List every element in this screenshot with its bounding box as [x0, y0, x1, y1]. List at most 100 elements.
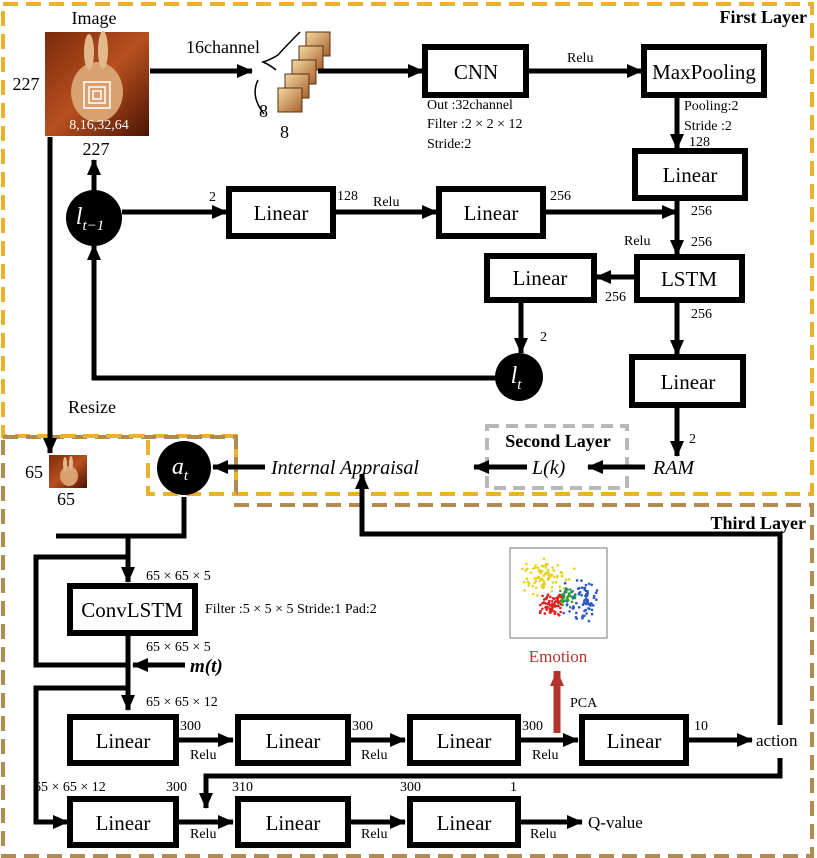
height-brace: [254, 79, 265, 115]
second-layer-border: [485, 424, 629, 490]
scatter-dot: [559, 606, 562, 610]
scatter-dot: [592, 596, 596, 600]
scatter-dot: [541, 594, 544, 598]
scatter-dot: [565, 603, 569, 607]
resized-height-label: 65: [25, 462, 43, 482]
scatter-dot: [559, 603, 563, 606]
q-relu-1: Relu: [190, 827, 216, 842]
loc-in-dim: 2: [209, 190, 216, 205]
scatter-dot: [554, 581, 558, 584]
scatter-dot: [551, 566, 554, 569]
scatter-dot: [583, 588, 586, 591]
appraisal-label: Internal Appraisal: [270, 457, 419, 479]
scatter-dot: [545, 571, 548, 574]
scatter-dot: [566, 588, 569, 591]
scatter-dot: [590, 612, 594, 616]
scatter-dot: [525, 562, 528, 566]
image-title: Image: [72, 8, 117, 28]
cnn-out-label: Out :32channel: [427, 98, 513, 113]
scatter-dot: [547, 576, 550, 579]
scatter-dot: [539, 603, 542, 607]
lstm-left-dim: 256: [605, 290, 626, 305]
scatter-dot: [537, 569, 541, 573]
action-linear-box-3: [407, 714, 521, 766]
glimpse-linear-label: Linear: [663, 163, 718, 187]
scatter-dot: [573, 594, 577, 597]
q-linear-box-2: [235, 796, 351, 848]
q-linear-label-2: Linear: [266, 811, 321, 835]
arrow-merge-to-q-branch: [33, 685, 128, 829]
cnn-label: CNN: [454, 60, 498, 84]
scatter-dot: [570, 600, 574, 604]
scatter-dot: [542, 564, 545, 568]
scatter-dot: [544, 566, 548, 569]
glimpse-scales: 8,16,32,64: [69, 118, 129, 133]
scatter-dot: [562, 599, 565, 603]
first-layer-label: First Layer: [720, 7, 807, 27]
a-dim-10: 10: [694, 719, 708, 734]
scatter-dot: [592, 604, 595, 607]
scatter-dot: [589, 603, 592, 606]
scatter-dot: [533, 566, 537, 569]
scatter-dot: [531, 592, 535, 596]
scatter-dot: [550, 603, 553, 606]
scatter-dot: [585, 612, 588, 615]
scatter-dot: [543, 612, 547, 615]
cnn-filter-label: Filter :2 × 2 × 12: [427, 117, 523, 132]
loc-hidden-dim: 128: [337, 189, 358, 204]
loc-cur-label: lt: [511, 363, 523, 393]
scatter-dot: [547, 602, 550, 606]
action-node-label: at: [172, 454, 189, 484]
scatter-dot: [567, 592, 571, 595]
maxpool-box: [641, 44, 767, 98]
scatter-dot: [562, 611, 565, 615]
loc-prev-label: lt−1: [76, 204, 104, 234]
scatter-dot: [570, 590, 574, 594]
glimpse-feat-dim: 256: [691, 204, 712, 219]
pca-label: PCA: [570, 696, 598, 711]
q-linear-box-1: [67, 796, 179, 848]
q-linear-box-3: [407, 796, 521, 848]
scatter-dot: [559, 610, 562, 614]
a-relu-2: Relu: [361, 748, 387, 763]
a-dim-300-3: 300: [522, 719, 543, 734]
scatter-dot: [577, 606, 581, 609]
channel-brace: [260, 31, 301, 71]
scatter-dot: [542, 583, 546, 586]
action-branch-dim: 65 × 65 × 12: [146, 695, 218, 710]
image-height-label: 227: [13, 74, 40, 94]
scatter-dot: [523, 589, 526, 592]
scatter-dot: [556, 613, 560, 616]
pool-out-label: 128: [689, 135, 710, 150]
resized-width-label: 65: [57, 489, 75, 509]
q-relu-2: Relu: [361, 827, 387, 842]
scatter-dot: [563, 581, 567, 585]
maxpool-label: MaxPooling: [652, 60, 756, 84]
scatter-dot: [575, 617, 578, 620]
scatter-dot: [555, 576, 559, 579]
scatter-dot: [556, 564, 559, 567]
scatter-dot: [536, 594, 539, 597]
first-layer-inner-border: [37, 434, 236, 496]
scatter-dot: [562, 587, 566, 590]
lstm-down-dim: 256: [691, 307, 712, 322]
scatter-dot: [537, 576, 540, 580]
a-dim-300-1: 300: [180, 719, 201, 734]
scatter-dot: [544, 606, 547, 609]
loc-linear-box-2: [436, 186, 546, 239]
a-relu-3: Relu: [532, 748, 558, 763]
scatter-dot: [566, 599, 570, 602]
scatter-dot: [534, 586, 538, 590]
scatter-dot: [580, 579, 583, 582]
convlstm-box: [67, 583, 198, 636]
a-dim-300-2: 300: [352, 719, 373, 734]
scatter-dot: [584, 594, 588, 598]
scatter-dot: [558, 593, 561, 597]
scatter-dot: [542, 579, 545, 583]
scatter-dot: [546, 595, 549, 598]
scatter-dot: [539, 609, 542, 613]
scatter-dot: [581, 586, 584, 589]
scatter-dot: [581, 603, 585, 606]
q-linear-label-1: Linear: [96, 811, 151, 835]
scatter-dot: [550, 586, 554, 589]
